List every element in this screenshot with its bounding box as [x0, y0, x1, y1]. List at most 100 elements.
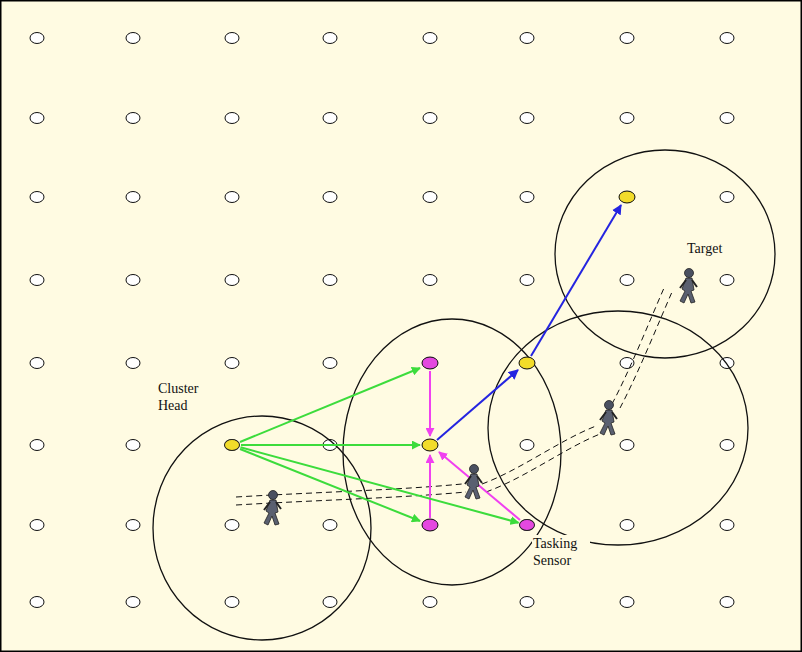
trail-line [612, 288, 664, 404]
sensor-dot [30, 275, 44, 286]
handoff-arrows [437, 205, 621, 440]
sensing-range [343, 319, 561, 585]
target-figure [465, 465, 482, 500]
sensor-dot [423, 192, 437, 203]
sensor-dot [422, 439, 438, 451]
target-figure [600, 401, 617, 436]
sensor-dot [30, 33, 44, 44]
sensor-dot [422, 357, 438, 369]
sensor-dot [225, 520, 239, 531]
sensor-dot [30, 358, 44, 369]
sensor-dot [30, 520, 44, 531]
sensor-dot [423, 113, 437, 124]
sensor-dot [520, 520, 534, 531]
sensor-dot [519, 357, 535, 369]
sensor-dot [620, 520, 634, 531]
sensing-range [555, 150, 775, 358]
sensor-dot [126, 597, 140, 608]
sensor-dot [225, 275, 239, 286]
magenta-arrow [429, 371, 431, 436]
sensor-dot [520, 597, 534, 608]
sensor-dot [225, 33, 239, 44]
sensor-dot [126, 358, 140, 369]
sensor-dot [720, 520, 734, 531]
trail-line [620, 292, 672, 408]
magenta-arrow [429, 455, 431, 518]
sensor-dot [620, 33, 634, 44]
sensor-dot [225, 440, 239, 451]
sensor-dot [30, 192, 44, 203]
sensor-node: Tasking Sensor [519, 519, 535, 531]
sensor-dot [520, 275, 534, 286]
sensor-dot [126, 113, 140, 124]
sensor-node: Cluster Head [224, 439, 240, 451]
sensor-dot [225, 358, 239, 369]
trail-line [486, 434, 600, 492]
sensor-dot [126, 33, 140, 44]
sensor-dot [620, 275, 634, 286]
sensor-dot [323, 192, 337, 203]
sensor-dot [423, 597, 437, 608]
magenta-arrow [439, 452, 520, 520]
sensor-dot [520, 192, 534, 203]
sensor-dot [323, 113, 337, 124]
sensor-dot [620, 192, 634, 203]
target-figure [264, 491, 281, 526]
sensor-dot [520, 440, 534, 451]
sensor-dot [225, 192, 239, 203]
sensor-dot [720, 597, 734, 608]
sensor-dot [520, 113, 534, 124]
active-sensors [422, 191, 635, 531]
sensor-dot [323, 597, 337, 608]
target-figure [680, 269, 697, 304]
green-arrow [241, 444, 420, 446]
blue-arrow [437, 370, 518, 440]
sensing-range [488, 311, 748, 545]
sensor-dot [323, 33, 337, 44]
sensor-dot [323, 275, 337, 286]
sensor-dot [620, 597, 634, 608]
blue-arrow [531, 205, 621, 356]
sensor-dot [620, 440, 634, 451]
sensor-dot [423, 358, 437, 369]
report-arrows [430, 371, 520, 520]
sensor-dot [423, 440, 437, 451]
sensor-dot [30, 113, 44, 124]
sensor-dot [126, 440, 140, 451]
sensor-dot [619, 191, 635, 203]
sensor-dot [422, 519, 438, 531]
sensor-dot [225, 113, 239, 124]
sensor-grid [30, 33, 734, 608]
trail-line [482, 426, 596, 484]
sensor-dot [520, 358, 534, 369]
green-arrow [240, 368, 420, 442]
sensor-dot [30, 597, 44, 608]
sensor-dot [720, 33, 734, 44]
sensor-dot [720, 440, 734, 451]
sensor-dot [720, 113, 734, 124]
sensor-dot [720, 192, 734, 203]
sensor-dot [126, 520, 140, 531]
sensor-dot [423, 275, 437, 286]
node-label: Cluster Head [157, 380, 215, 414]
sensor-dot [520, 33, 534, 44]
sensor-dot [30, 440, 44, 451]
sensor-dot [323, 358, 337, 369]
tasking-arrow [240, 447, 518, 522]
sensor-dot [423, 520, 437, 531]
target-trail [236, 288, 672, 505]
tasking-arrows [240, 368, 420, 521]
sensor-dot [323, 520, 337, 531]
target-label: Target [686, 240, 723, 257]
node-label: Tasking Sensor [532, 535, 590, 569]
sensor-dot [126, 275, 140, 286]
sensor-dot [720, 275, 734, 286]
sensor-dot [720, 358, 734, 369]
sensor-dot [126, 192, 140, 203]
sensing-range [153, 416, 371, 640]
sensor-dot [423, 33, 437, 44]
